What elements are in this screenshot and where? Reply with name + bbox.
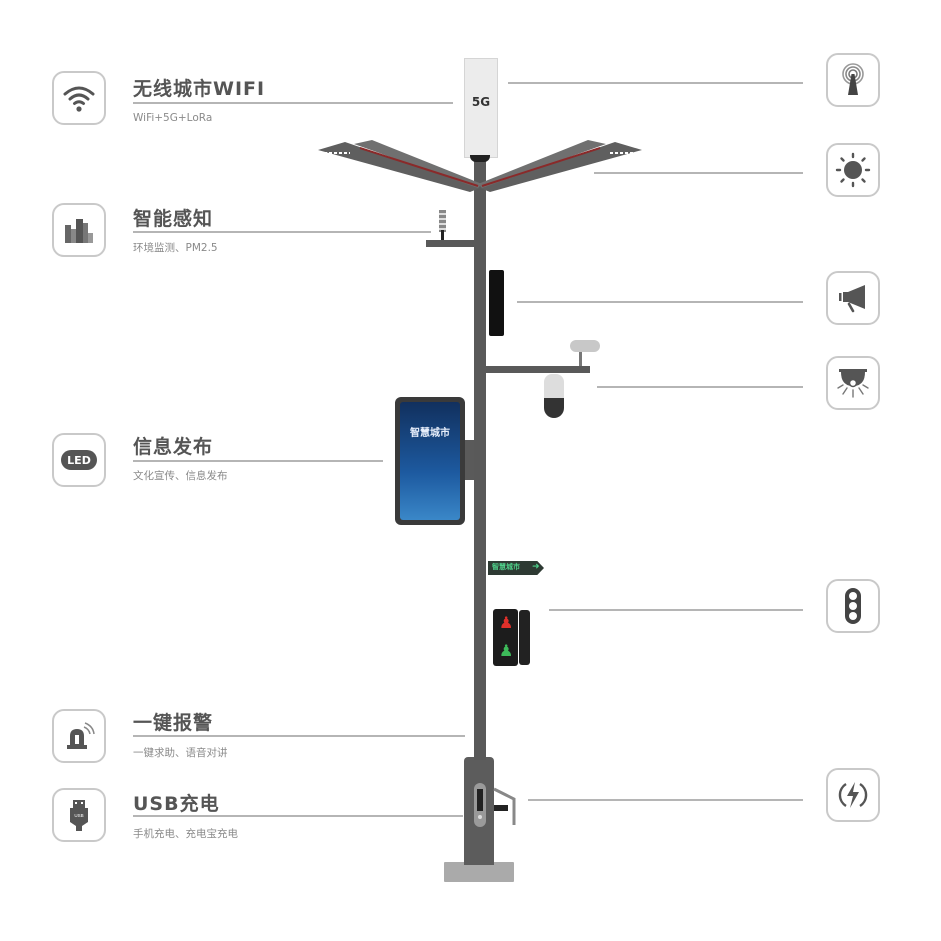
leader-line	[549, 609, 803, 611]
green-man-light: ♟	[499, 641, 514, 660]
leader-line	[133, 231, 431, 233]
antenna-label: 5G	[471, 95, 491, 109]
leader-line	[597, 386, 803, 388]
environment-sensor	[439, 210, 446, 232]
lightning-charge-icon	[838, 782, 868, 808]
antenna-mount	[470, 155, 490, 162]
leader-line	[133, 815, 463, 817]
leader-line	[133, 102, 453, 104]
led-icon-text: LED	[67, 453, 91, 467]
pedestrian-signal: ♟ ♟	[493, 609, 518, 666]
led-icon: LED	[61, 450, 97, 470]
feature-subtitle: 环境监测、PM2.5	[133, 242, 218, 254]
camera-icon-box	[826, 356, 880, 410]
sun-icon-box	[826, 143, 880, 197]
leader-line	[133, 735, 465, 737]
antenna-tower-icon	[842, 63, 864, 95]
wifi-icon	[63, 86, 95, 112]
svg-text:USB: USB	[74, 813, 83, 818]
alarm-siren-icon	[67, 722, 95, 749]
led-icon-box: LED	[52, 433, 106, 487]
sensor-icon-box	[52, 203, 106, 257]
feature-subtitle: WiFi+5G+LoRa	[133, 112, 213, 124]
megaphone-icon	[839, 285, 865, 313]
megaphone-icon-box	[826, 271, 880, 325]
feature-title: 智能感知	[133, 208, 214, 230]
feature-subtitle: 文化宣传、信息发布	[133, 470, 228, 482]
usb-port-panel	[474, 783, 486, 827]
red-man-light: ♟	[499, 613, 514, 632]
leader-line	[594, 172, 803, 174]
usb-plug-icon: USB	[70, 800, 88, 831]
led-display-frame: 智慧城市	[395, 397, 465, 525]
dome-camera-icon	[837, 369, 869, 398]
ev-charging-gun	[493, 787, 516, 825]
sign-text: 智慧城市	[492, 563, 520, 571]
leader-line	[517, 301, 803, 303]
screen-text: 智慧城市	[410, 428, 450, 439]
wifi-icon-box	[52, 71, 106, 125]
camera-arm	[484, 366, 590, 373]
usb-icon-box: USB	[52, 788, 106, 842]
street-lamp-arms	[318, 140, 642, 192]
5g-antenna-box: 5G	[464, 58, 498, 158]
sun-light-icon	[835, 152, 871, 188]
traffic-light-icon	[845, 588, 861, 624]
signal-countdown	[519, 610, 530, 665]
leader-line	[508, 82, 803, 84]
traffic-light-icon-box	[826, 579, 880, 633]
dome-camera	[544, 374, 564, 418]
charge-icon-box	[826, 768, 880, 822]
feature-title: 无线城市WIFI	[133, 78, 266, 100]
feature-title: USB充电	[133, 793, 220, 815]
feature-subtitle: 一键求助、语音对讲	[133, 747, 228, 759]
pole-base-plate	[444, 862, 514, 882]
alarm-icon-box	[52, 709, 106, 763]
feature-subtitle: 手机充电、充电宝充电	[133, 828, 238, 840]
feature-title: 信息发布	[133, 436, 214, 458]
led-display-screen: 智慧城市	[400, 402, 460, 520]
direction-sign: 智慧城市 ➜	[488, 561, 544, 575]
charging-cabinet	[464, 757, 494, 865]
feature-title: 一键报警	[133, 712, 214, 734]
bullet-camera	[570, 340, 600, 352]
broadcast-speaker	[489, 270, 504, 336]
leader-line	[528, 799, 803, 801]
antenna-icon-box	[826, 53, 880, 107]
pole-shaft	[474, 160, 486, 760]
leader-line	[133, 460, 383, 462]
sensor-chart-icon	[65, 219, 93, 243]
sensor-arm	[426, 240, 478, 247]
